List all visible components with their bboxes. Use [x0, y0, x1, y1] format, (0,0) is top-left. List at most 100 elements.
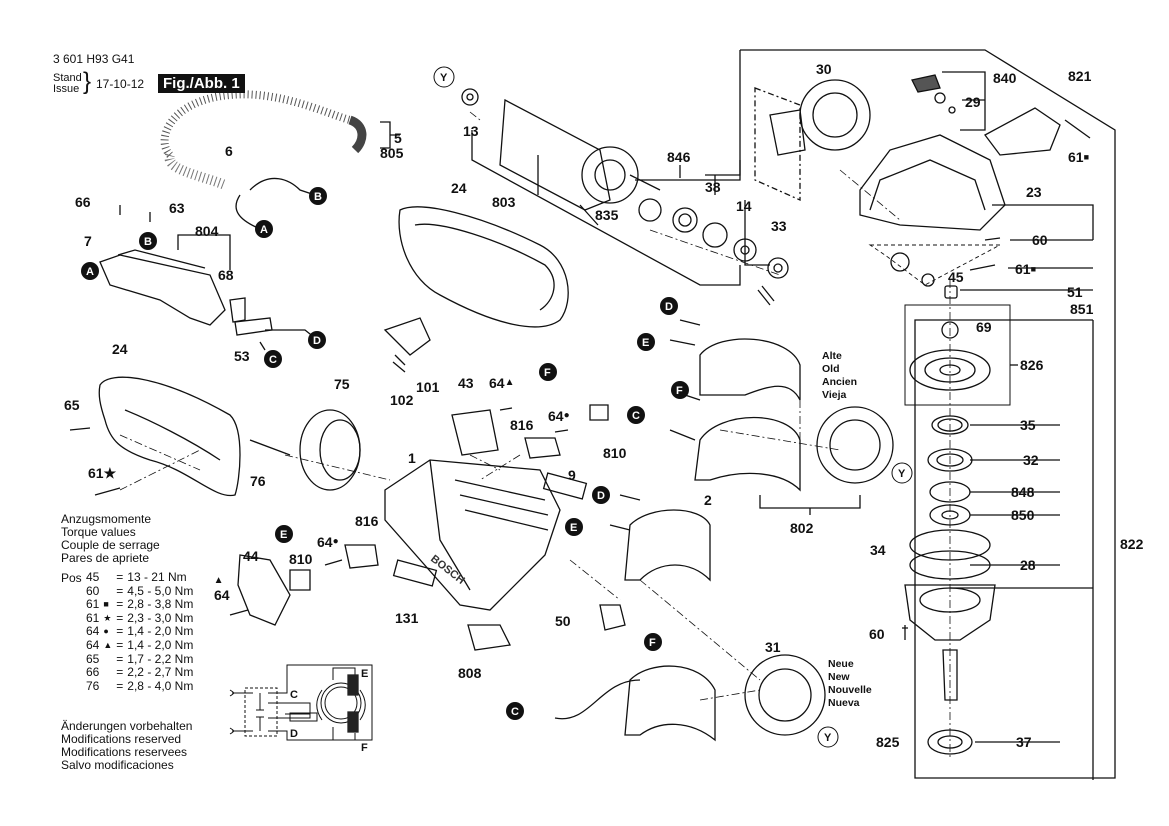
marker-e — [565, 518, 583, 536]
part-label-38: 38 — [705, 179, 721, 195]
part-label-66: 66 — [75, 194, 91, 210]
part-label-102: 102 — [390, 392, 414, 408]
mod-de: Änderungen vorbehalten — [61, 719, 193, 733]
part-label-61-square: 61■ — [1015, 261, 1037, 277]
new-es: Nueva — [828, 697, 860, 709]
part-label-810-left: 810 — [289, 551, 313, 567]
part-label-851: 851 — [1070, 301, 1094, 317]
marker-c — [627, 406, 645, 424]
part-label-13: 13 — [463, 123, 479, 139]
square-mark-icon: ■ — [1030, 264, 1037, 274]
part-label-31: 31 — [765, 639, 781, 655]
part-label-23: 23 — [1026, 184, 1042, 200]
figure-label: Fig./Abb. 1 — [158, 74, 245, 93]
part-label-805: 805 — [380, 145, 404, 161]
part-label-45: 45 — [948, 269, 964, 285]
marker-y — [433, 66, 455, 88]
part-label-131: 131 — [395, 610, 419, 626]
marker-b — [139, 232, 157, 250]
svg-text:F: F — [649, 637, 656, 649]
pos-label: Pos — [61, 571, 82, 585]
part-label-821: 821 — [1068, 68, 1092, 84]
part-label-1: 1 — [408, 450, 416, 466]
square-mark-icon: ■ — [1083, 152, 1090, 162]
part-label-825: 825 — [876, 734, 900, 750]
part-label-14: 14 — [736, 198, 752, 214]
part-label-63: 63 — [169, 200, 185, 216]
part-label-64-circle-left: 64● — [317, 534, 339, 550]
svg-text:B: B — [314, 191, 322, 203]
marker-e — [275, 525, 293, 543]
svg-text:D: D — [597, 490, 605, 502]
marker-c — [264, 350, 282, 368]
old-en: Old — [822, 363, 840, 375]
new-de: Neue — [828, 658, 854, 670]
marker-b — [309, 187, 327, 205]
issue-date: 17-10-12 — [96, 77, 145, 91]
torque-title-es: Pares de apriete — [61, 551, 150, 565]
box-826 — [904, 304, 1011, 406]
old-de: Alte — [822, 350, 842, 362]
marker-f — [671, 381, 689, 399]
part-label-848: 848 — [1011, 484, 1035, 500]
part-label-64-triangle: 64▲ — [489, 375, 515, 391]
stand-label: Stand — [53, 72, 82, 84]
part-label-60-bottom: 60 — [869, 626, 885, 642]
circle-mark-icon: ● — [332, 536, 339, 547]
svg-text:D: D — [665, 301, 673, 313]
part-label-24-handle: 24 — [112, 341, 128, 357]
part-label-822: 822 — [1120, 536, 1144, 552]
brace: } — [83, 68, 92, 95]
triangle-mark-icon: ▲ — [504, 377, 515, 388]
svg-text:E: E — [280, 529, 287, 541]
part-label-840: 840 — [993, 70, 1017, 86]
part-label-65: 65 — [64, 397, 80, 413]
part-label-75: 75 — [334, 376, 350, 392]
part-label-50: 50 — [555, 613, 571, 629]
part-label-61-square-top: 61■ — [1068, 149, 1090, 165]
marker-d — [308, 331, 326, 349]
star-mark-icon: ★ — [103, 465, 117, 481]
part-label-6: 6 — [225, 143, 233, 159]
svg-text:B: B — [144, 236, 152, 248]
part-label-803: 803 — [492, 194, 516, 210]
part-label-28: 28 — [1020, 557, 1036, 573]
part-label-64-circle: 64● — [548, 408, 570, 424]
marker-f — [539, 363, 557, 381]
circle-mark-icon: ● — [563, 410, 570, 421]
part-label-53: 53 — [234, 348, 250, 364]
bracket-846-line — [705, 50, 741, 176]
part-label-43: 43 — [458, 375, 474, 391]
part-label-34: 34 — [870, 542, 886, 558]
part-label-33: 33 — [771, 218, 787, 234]
mod-en: Modifications reserved — [61, 732, 182, 746]
part-label-808: 808 — [458, 665, 482, 681]
part-label-846: 846 — [667, 149, 691, 165]
wiring-terminal-c: C — [290, 689, 298, 701]
issue-label: Issue — [53, 83, 80, 95]
torque-row: 64▲=1,4 - 2,0 Nm — [86, 637, 194, 652]
part-label-101: 101 — [416, 379, 440, 395]
marker-y — [891, 462, 913, 484]
mod-fr: Modifications reservees — [61, 745, 188, 759]
part-label-69: 69 — [976, 319, 992, 335]
part-label-810-right: 810 — [603, 445, 627, 461]
marker-c — [506, 702, 524, 720]
part-label-24-top: 24 — [451, 180, 467, 196]
triangle-mark-icon: ▲ — [213, 575, 224, 586]
svg-text:Y: Y — [824, 732, 832, 744]
part-label-826: 826 — [1020, 357, 1044, 373]
part-label-9: 9 — [568, 467, 576, 483]
torque-table: 45=13 - 21 Nm 60=4,5 - 5,0 Nm 61■=2,8 - … — [86, 570, 197, 693]
torque-title-de: Anzugsmomente — [61, 512, 152, 526]
part-number: 3 601 H93 G41 — [53, 52, 135, 66]
torque-title-en: Torque values — [61, 525, 136, 539]
part-label-35: 35 — [1020, 417, 1036, 433]
part-label-7: 7 — [84, 233, 92, 249]
wiring-terminal-e: E — [361, 668, 369, 680]
torque-row: 45=13 - 21 Nm — [86, 570, 187, 584]
marker-a — [81, 262, 99, 280]
part-label-60-top: 60 — [1032, 232, 1048, 248]
svg-text:F: F — [676, 385, 683, 397]
